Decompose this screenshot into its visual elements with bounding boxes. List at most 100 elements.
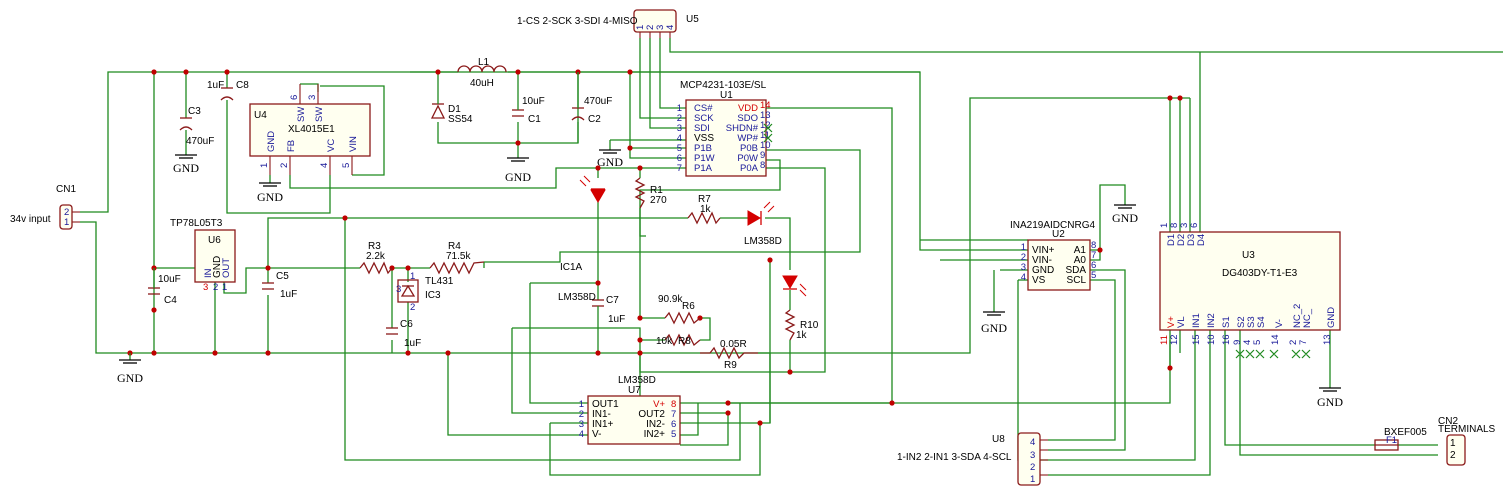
u2-num-4: 4 [1021, 272, 1026, 283]
c2-value: 470uF [584, 96, 612, 107]
capacitor-c3: C3 470uF [179, 106, 214, 150]
u7-ref: U7 [628, 385, 641, 396]
u1-pin-shdn: SHDN# [726, 123, 759, 134]
u4-pin-vc: VC [326, 139, 337, 152]
u2-ref: U2 [1052, 229, 1065, 240]
connector-cn1: CN1 34v input 2 1 [10, 184, 80, 230]
u1-pin-sdo: SDO [737, 113, 758, 124]
ground-symbols: GND GND GND GND GND GND [117, 140, 1343, 409]
u2-num-6: 6 [1091, 260, 1096, 271]
u6-num-1: 1 [222, 282, 227, 293]
r4-value: 71.5k [446, 251, 471, 262]
d1-ref: D1 [448, 104, 461, 115]
resistor-r8: 10k R8 [656, 333, 701, 347]
u5-pin-1: 1 [635, 25, 646, 30]
ic3-value: TL431 [425, 276, 454, 287]
u2-value: INA219AIDCNRG4 [1010, 220, 1095, 231]
gnd-u3: GND [1317, 387, 1343, 409]
u2-num-2: 2 [1021, 252, 1026, 263]
u2-num-8: 8 [1091, 240, 1096, 251]
resistor-r10: R10 1k [784, 309, 819, 341]
gnd-u2-a: GND [1112, 204, 1138, 225]
c1-ref: C1 [528, 114, 541, 125]
u3-num-3: 3 [1179, 223, 1190, 228]
gnd-c1: GND [505, 157, 531, 184]
u3-num-7: 7 [1298, 340, 1309, 345]
led-label: LM358D [744, 236, 782, 247]
u7-num-5: 5 [671, 429, 676, 440]
u4-pinnum-2: 2 [279, 163, 290, 168]
u3-pin-nc: NC_ [1302, 308, 1313, 328]
u4-pin-fb: FB [286, 140, 297, 152]
u3-num-1: 1 [1159, 223, 1170, 228]
capacitor-c6: C6 1uF [386, 319, 421, 349]
chip-u2: INA219AIDCNRG4 U2 VIN+ VIN- GND VS 1 2 3… [1010, 220, 1096, 291]
l1-ref: L1 [478, 57, 490, 68]
u2-pin-scl: SCL [1067, 275, 1087, 286]
connector-u8: U8 1-IN2 2-IN1 3-SDA 4-SCL 4 3 2 1 [897, 432, 1048, 486]
u7-pin-in1m: IN1- [592, 409, 611, 420]
u7-num-2: 2 [579, 409, 584, 420]
u8-pin-1: 1 [1030, 474, 1035, 485]
u4-pinnum-4: 4 [319, 163, 330, 168]
c5-value: 1uF [280, 289, 297, 300]
u7-num-8: 8 [671, 399, 676, 410]
u8-pin-3: 3 [1030, 450, 1035, 461]
u8-ref: U8 [992, 434, 1005, 445]
c8-value: 1uF [207, 80, 224, 91]
u3-pin-in2: IN2 [1206, 313, 1217, 328]
u5-ref: U5 [686, 14, 699, 25]
u3-pin-vl: VL [1176, 316, 1187, 328]
connector-u5: U5 1-CS 2-SCK 3-SDI 4-MISO 1 2 3 4 [517, 9, 699, 38]
gnd-label: GND [257, 190, 283, 204]
u3-num-16: 16 [1221, 334, 1232, 345]
u3-pin-d2: D2 [1176, 234, 1187, 246]
u5-pin-3: 3 [655, 25, 666, 30]
gnd-label: GND [173, 161, 199, 175]
c3-value: 470uF [186, 136, 214, 147]
capacitor-c4: 10uF C4 [148, 268, 181, 306]
u2-num-1: 1 [1021, 242, 1026, 253]
resistor-r4: R4 71.5k [429, 241, 485, 275]
u6-pin-gnd: GND [212, 256, 223, 278]
gnd-label: GND [117, 371, 143, 385]
u3-num-15: 15 [1191, 334, 1202, 345]
junctions [127, 69, 1183, 426]
cn1-pin-2: 2 [64, 207, 69, 218]
u6-num-3: 3 [203, 282, 208, 293]
u3-pin-s3: S3 [1246, 316, 1257, 328]
u8-label: 1-IN2 2-IN1 3-SDA 4-SCL [897, 452, 1012, 463]
capacitor-c5: C5 1uF [262, 271, 297, 300]
inductor-l1: L1 40uH [457, 57, 507, 89]
ic3-ref: IC3 [425, 290, 441, 301]
ic3-pin-2: 2 [410, 302, 415, 313]
u1-num-1: 1 [677, 103, 682, 114]
u7-num-3: 3 [579, 419, 584, 430]
u4-pin-sw1: SW [296, 107, 307, 122]
u1-pin-p0b: P0B [740, 143, 758, 154]
u7-num-7: 7 [671, 409, 676, 420]
gnd-u1: GND [597, 140, 623, 169]
u4-pinnum-3: 3 [307, 95, 318, 100]
u4-pin-sw2: SW [314, 107, 325, 122]
c1-value: 10uF [522, 96, 545, 107]
u1-pin-sdi: SDI [694, 123, 710, 134]
led-r10 [782, 275, 807, 297]
r6-value: 90.9k [658, 294, 683, 305]
u7-pin-in2p: IN2+ [644, 429, 666, 440]
u3-pin-s2: S2 [1236, 316, 1247, 328]
u1-num-13: 13 [760, 110, 771, 121]
u3-num-12: 12 [1169, 334, 1180, 345]
u3-pin-s1: S1 [1221, 316, 1232, 328]
r3-value: 2.2k [366, 251, 386, 262]
resistor-r3: R3 2.2k [359, 241, 393, 275]
u1-ref: U1 [720, 90, 733, 101]
f1-ref: F1 [1386, 435, 1397, 446]
u7-pin-out2: OUT2 [638, 409, 665, 420]
u3-num-13: 13 [1322, 334, 1333, 345]
u6-pin-out: OUT [221, 258, 232, 278]
resistor-r6: R6 90.9k [658, 294, 701, 325]
u3-pin-d4: D4 [1196, 234, 1207, 246]
chip-u3: U3 DG403DY-T1-E3 D1 D2 D3 D4 1 8 3 6 V+ … [1159, 223, 1341, 359]
